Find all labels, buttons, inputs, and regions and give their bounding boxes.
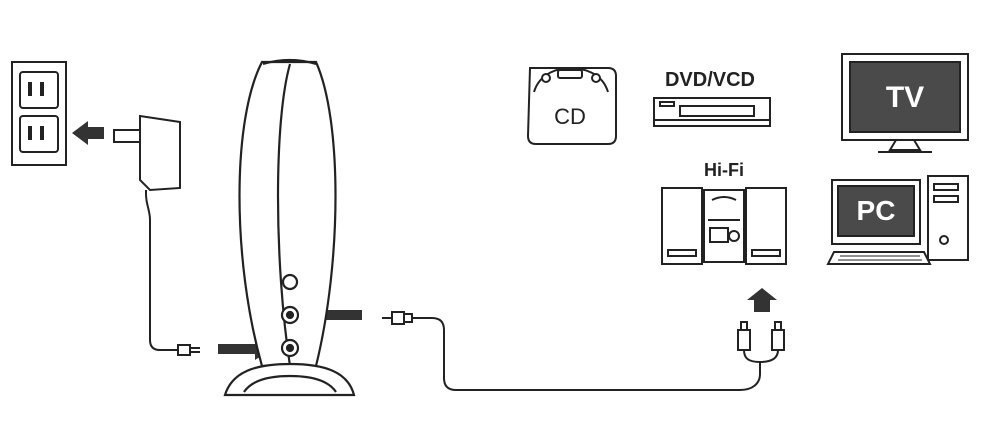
tv-icon: [841, 53, 969, 153]
cd-icon: [526, 66, 617, 145]
pc-label: PC: [857, 195, 896, 226]
dc-plug-icon: [177, 344, 200, 356]
dvd-player-icon: [653, 97, 771, 127]
rca-plug-icon: [737, 321, 785, 351]
arrow-to-hifi-icon: [747, 288, 777, 312]
tv-label: TV: [886, 81, 924, 114]
cd-label: CD: [554, 104, 586, 129]
rca-split-cable: [743, 349, 779, 374]
power-outlet-icon: [11, 61, 67, 166]
audio-jack-plug-icon: [382, 311, 413, 325]
power-adapter-icon: [113, 114, 181, 194]
audio-cable: [412, 317, 761, 391]
dvd-label: DVD/VCD: [665, 69, 755, 91]
pc-icon: [826, 175, 969, 265]
arrow-to-outlet-icon: [72, 121, 104, 145]
hifi-system-icon: [661, 187, 787, 265]
hifi-label: Hi-Fi: [704, 160, 744, 180]
receiver-icon: [223, 58, 356, 397]
adapter-cable: [145, 193, 178, 351]
